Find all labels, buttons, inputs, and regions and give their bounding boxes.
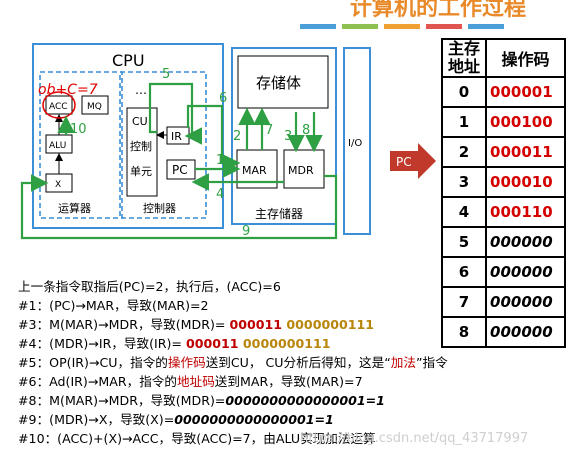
io-label: I/O [348,138,362,149]
acc-label: ACC [49,102,68,112]
mdr-box [283,149,325,189]
note-step-9: #9：(MDR)→X，导致(X)=0000000000000001=1 [18,412,334,427]
alu-group-box [39,71,123,219]
io-box [343,47,371,235]
slide-title: 计算机的工作过程 [350,0,527,21]
dots: … [135,83,147,97]
note-step-6: #6：Ad(IR)→MAR，指令的地址码送到MAR，导致(MAR)=7 [18,374,363,389]
header-opcode: 操作码 [485,38,566,78]
decorative-bars [300,17,566,36]
note-intro: 上一条指令取指后(PC)=2，执行后，(ACC)=6 [18,279,281,294]
execution-notes: 上一条指令取指后(PC)=2，执行后，(ACC)=6 #1：(PC)→MAR，导… [18,277,566,448]
computer-structure-diagram: CPU 运算器 控制器 ACC MQ ALU X ob+C=7 CU 控制 单元… [20,43,371,240]
cu-line2: 控制 [130,139,152,153]
cpu-label: CPU [112,51,145,70]
flow-5 [148,82,203,145]
alu-label: ALU [49,141,66,151]
mq-box [81,95,109,115]
mq-label: MQ [87,102,102,112]
x-register-label: X [55,180,61,190]
step-6: 6 [219,91,227,106]
main-memory-label: 主存储器 [255,206,303,221]
mar-label: MAR [242,164,267,177]
storage-label: 存储体 [256,74,301,92]
alu-group-label: 运算器 [58,201,91,215]
note-step-10: #10：(ACC)+(X)→ACC，导致(ACC)=7，由ALU实现加法运算 [18,431,376,446]
step-8: 8 [302,123,310,138]
pc-pointer-label: PC [396,155,412,169]
step-10: 10 [70,122,87,137]
note-step-3: #3：M(MAR)→MDR，导致(MDR)= 000011 0000000111 [18,317,375,332]
step-5: 5 [162,67,170,82]
step-7: 7 [265,123,273,138]
step-3: 3 [284,129,292,144]
handwritten-note: ob+C=7 [38,82,98,98]
storage-box [237,55,329,109]
cu-box [126,107,158,197]
watermark: https://blog.csdn.net/qq_43717997 [300,431,529,446]
flow-9 [20,174,338,240]
step-2: 2 [233,129,241,144]
mdr-label: MDR [288,164,314,177]
step-4: 4 [216,187,224,202]
controller-label: 控制器 [143,201,176,215]
ir-label: IR [171,130,182,143]
note-step-8: #8：M(MAR)→MDR，导致(MDR)=0000000000000001=1 [18,393,385,408]
cu-line3: 单元 [130,165,152,178]
controller-group-box [119,71,207,219]
pc-pointer-arrow: PC [390,143,436,179]
note-step-1: #1：(PC)→MAR，导致(MAR)=2 [18,298,209,313]
flow-6 [186,104,241,172]
note-step-5: #5：OP(IR)→CU，指令的操作码送到CU， CU分析后得知，这是“加法”指… [18,355,448,370]
note-step-4: #4：(MDR)→IR，导致(IR)= 000011 0000000111 [18,336,331,351]
cu-label: CU [132,115,148,128]
header-address: 主存地址 [440,38,488,78]
step-9: 9 [242,224,250,239]
pc-label: PC [172,163,188,177]
step-1: 1 [216,153,224,168]
